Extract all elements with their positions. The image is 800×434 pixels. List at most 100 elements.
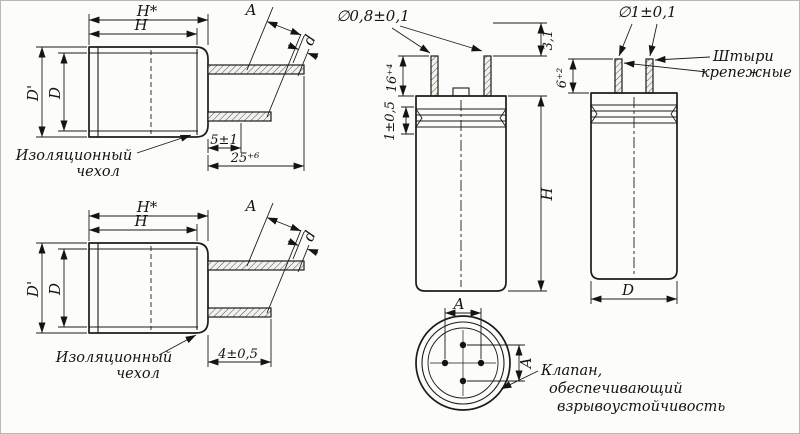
- case-middle-circle: [421, 321, 505, 405]
- valve-label-line3: взрывоустойчивость: [557, 399, 725, 415]
- sleeve-inner-lines: [89, 248, 198, 328]
- dim-a-lead-spacing: A: [244, 197, 302, 314]
- dim-label-3-1: 3,1: [541, 30, 556, 51]
- leader-left-pin: [391, 27, 431, 54]
- terminal-pin-top: [459, 341, 467, 349]
- dim-line: [266, 21, 302, 36]
- capacitor-body: [88, 46, 209, 138]
- dim-label-16: 16⁺⁴: [385, 64, 400, 93]
- leader-right-pin: [399, 25, 483, 52]
- pin-diameter-label: ∅1±0,1: [617, 3, 676, 21]
- insulation-sleeve-callout: Изоляционный чехол: [15, 134, 192, 180]
- dim-pin-length: 16⁺⁴: [385, 55, 429, 97]
- dim-h: H: [88, 212, 198, 241]
- insulation-sleeve-callout: Изоляционный чехол: [55, 334, 197, 382]
- terminal-pin-bottom: [459, 377, 467, 385]
- dim-label-lead-d: d: [299, 32, 319, 48]
- dim-d-prime: D': [24, 46, 87, 138]
- dim-label-d-case: D: [46, 283, 64, 296]
- dim-d-case: D: [46, 52, 87, 132]
- dim-label-5-1: 5±1: [210, 133, 237, 148]
- safety-valve-callout: Клапан, обеспечивающий взрывоустойчивост…: [500, 363, 725, 415]
- dim-label-d-prime: D': [24, 281, 42, 298]
- dim-bare-length: 4±0,5: [207, 319, 272, 367]
- lead-wire-lower: [207, 307, 272, 318]
- mounting-pin-left: [430, 55, 439, 97]
- front-view-cap-d1-pins: ∅1±0,1 Штыри крепежные 6⁺² D: [555, 3, 792, 304]
- dim-label-lead-d: d: [299, 228, 319, 244]
- leader-right-pin: [654, 55, 711, 63]
- leader-left-pin: [618, 23, 633, 57]
- dim-label-a: A: [244, 1, 257, 19]
- dim-case-diameter: D: [590, 281, 678, 304]
- dim-pin-length: 6⁺²: [555, 58, 613, 94]
- leader-right-pin: [648, 23, 658, 57]
- sleeve-inner-lines: [89, 52, 198, 132]
- bottom-view-cap: A A Клапан, обеспечивающий взрывоустойчи…: [415, 295, 725, 415]
- terminal-pin-right: [477, 359, 485, 367]
- ext-lines: [493, 22, 547, 57]
- pins-label-line2: крепежные: [701, 65, 792, 81]
- dim-a-vertical: A: [467, 344, 535, 382]
- insulation-label-line1: Изоляционный: [15, 148, 133, 164]
- vent-bump: [452, 87, 470, 97]
- mounting-pin-right: [645, 58, 654, 94]
- capacitor-can: [415, 95, 507, 292]
- arrow-left: [287, 238, 299, 246]
- dim-label-h: H: [133, 212, 148, 230]
- dim-label-d: D: [621, 281, 634, 299]
- dim-label-h: H: [133, 16, 148, 34]
- dim-label-a: A: [244, 197, 257, 215]
- leader-left-pin: [623, 60, 708, 73]
- mounting-pins-callout: Штыри крепежные: [623, 49, 792, 81]
- dim-lead-length: 25⁺⁶: [207, 76, 305, 171]
- dim-d-case: D: [46, 248, 87, 328]
- dim-h: H: [88, 16, 198, 45]
- insulation-label-line1: Изоляционный: [55, 350, 173, 366]
- side-view-cap-short-leads: H* H D' D A d: [24, 197, 320, 382]
- dim-label-a-vertical: A: [517, 357, 535, 370]
- dim-label-d-prime: D': [24, 85, 42, 102]
- leader-line: [500, 370, 539, 390]
- case-inner-circle: [427, 327, 499, 399]
- dim-label-a-horizontal: A: [452, 295, 465, 313]
- lead-wire-upper: [207, 260, 305, 271]
- mounting-pin-left: [614, 58, 623, 94]
- lead-wire-upper: [207, 64, 305, 75]
- front-view-cap-d08-pins: ∅0,8±0,1 16⁺⁴ 1±0,5 3,1 H: [336, 7, 556, 292]
- projection-lines: [246, 6, 302, 118]
- capacitor-body: [88, 242, 209, 334]
- dim-label-h: H: [538, 187, 556, 202]
- dim-h-star: H*: [88, 2, 209, 45]
- dim-label-1-05: 1±0,5: [383, 101, 398, 141]
- insulation-label-line2: чехол: [116, 366, 160, 382]
- pin-diameter-callout: ∅1±0,1: [617, 3, 677, 57]
- dim-seal-height: 3,1: [493, 22, 556, 57]
- dim-label-d-case: D: [46, 87, 64, 100]
- mounting-pin-right: [483, 55, 492, 97]
- dim-a-lead-spacing: A: [244, 1, 302, 118]
- leader-line: [136, 134, 192, 154]
- leader-line: [158, 334, 197, 356]
- ext-lines: [401, 106, 414, 135]
- dim-label-6: 6⁺²: [555, 68, 570, 88]
- capacitor-can: [590, 92, 678, 280]
- arrow-right: [307, 248, 319, 257]
- dim-label-h-star: H*: [136, 198, 158, 216]
- dim-d-prime: D': [24, 242, 87, 334]
- arrow-right: [307, 52, 319, 61]
- arrow-left: [287, 42, 299, 50]
- projection-lines: [246, 202, 302, 314]
- ext-lines: [467, 344, 525, 382]
- pin-diameter-callout: ∅0,8±0,1: [336, 7, 483, 54]
- valve-label-line2: обеспечивающий: [549, 381, 683, 397]
- dim-line: [266, 217, 302, 232]
- crimp-side-notches: [415, 108, 507, 128]
- dim-label-25: 25⁺⁶: [230, 151, 260, 166]
- crimp-side-notches: [590, 104, 678, 124]
- insulation-label-line2: чехол: [76, 164, 120, 180]
- dim-crimp-offset: 1±0,5: [383, 101, 414, 141]
- valve-label-line1: Клапан,: [540, 363, 602, 379]
